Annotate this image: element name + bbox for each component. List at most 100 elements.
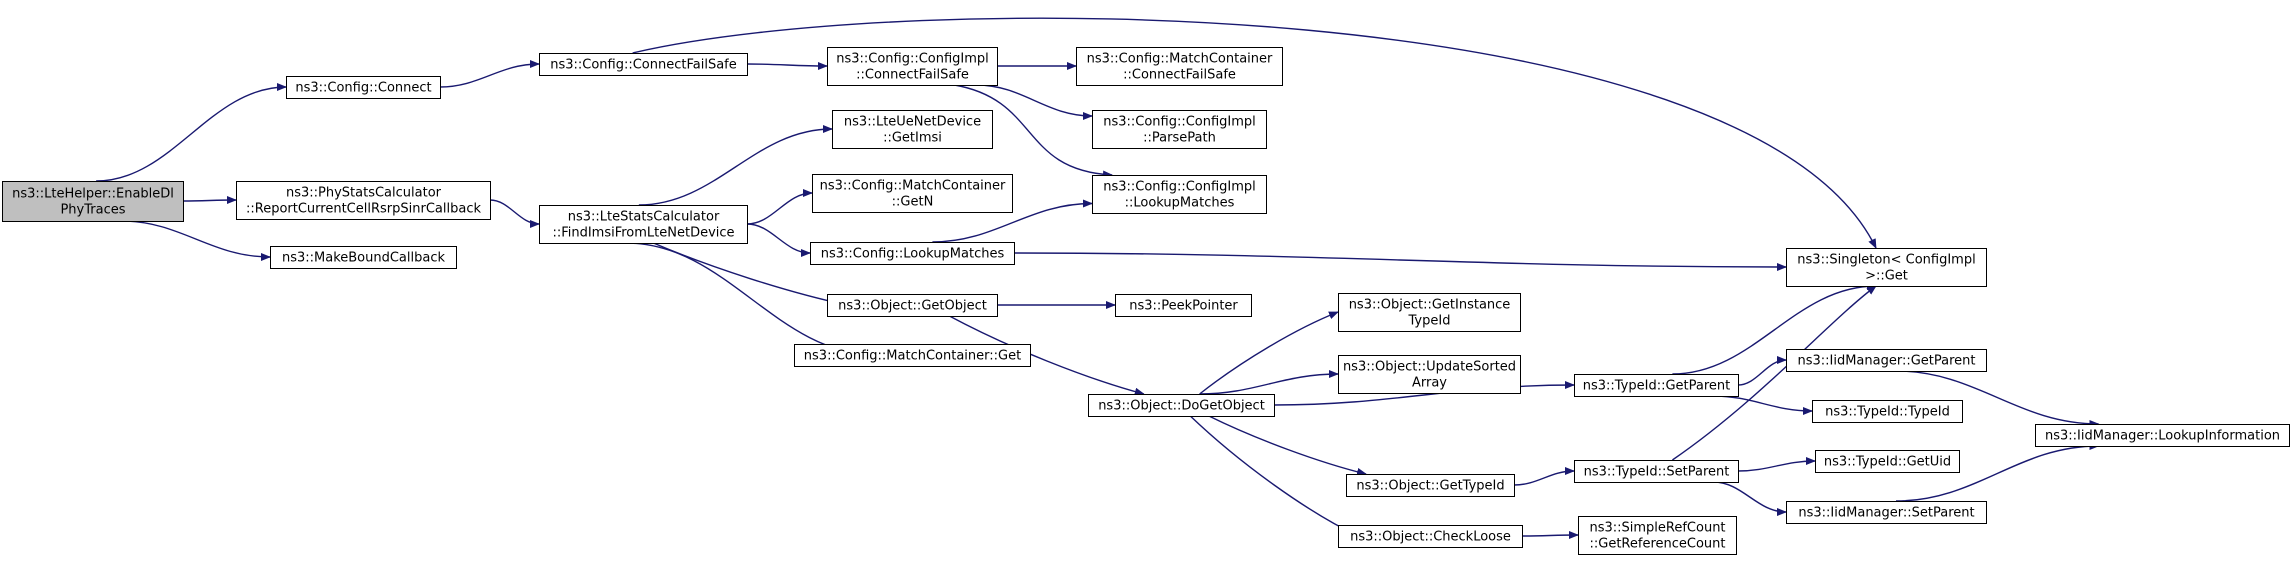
node-cimpl-lookup[interactable]: ns3::Config::ConfigImpl::LookupMatches (1092, 175, 1267, 214)
edge-tid-setparent-to-tid-getuid (1737, 457, 1816, 472)
node-mc-getn[interactable]: ns3::Config::MatchContainer::GetN (812, 174, 1013, 213)
edge-checkloose-to-getrefcount (1521, 531, 1579, 540)
node-tid-setparent[interactable]: ns3::TypeId::SetParent (1574, 460, 1739, 483)
node-label: ns3::PeekPointer (1129, 299, 1238, 314)
node-box (1338, 525, 1523, 548)
node-label: ::FindImsiFromLteNetDevice (552, 226, 734, 241)
edge-getobject-to-dogetobject (949, 315, 1145, 396)
node-parsepath[interactable]: ns3::Config::ConfigImpl::ParsePath (1092, 110, 1267, 149)
edge-cimpl-connfail-to-cimpl-lookup (954, 84, 1113, 179)
node-label: ns3::Config::ConfigImpl (1103, 115, 1256, 130)
node-box (827, 47, 998, 86)
node-box (286, 76, 441, 99)
node-singleton[interactable]: ns3::Singleton< ConfigImpl >::Get (1786, 248, 1987, 287)
node-getrefcount[interactable]: ns3::SimpleRefCount::GetReferenceCount (1578, 516, 1737, 555)
node-box (1574, 374, 1739, 397)
node-box (1812, 400, 1963, 423)
edge-findimsi-to-mc-getn (746, 189, 813, 225)
node-label: ns3::MakeBoundCallback (282, 251, 446, 266)
node-box (1346, 474, 1515, 497)
edge-dogetobject-to-tid-getparent (1273, 381, 1575, 406)
node-label: ns3::Object::UpdateSorted (1343, 360, 1516, 375)
node-label: ns3::IidManager::LookupInformation (2045, 429, 2280, 444)
node-label: ns3::TypeId::TypeId (1825, 405, 1950, 420)
node-box (1574, 460, 1739, 483)
node-checkloose[interactable]: ns3::Object::CheckLoose (1338, 525, 1523, 548)
edge-dogetobject-to-getinst (1199, 311, 1339, 395)
node-mkcb[interactable]: ns3::MakeBoundCallback (270, 246, 457, 269)
node-iid-getparent[interactable]: ns3::IidManager::GetParent (1786, 349, 1987, 372)
node-label: ns3::Object::DoGetObject (1098, 399, 1265, 414)
node-label: ns3::Config::Connect (295, 81, 431, 96)
node-box (1578, 516, 1737, 555)
node-label: ns3::IidManager::SetParent (1798, 506, 1974, 521)
node-label: >::Get (1865, 269, 1908, 284)
node-label: ns3::TypeId::GetUid (1824, 455, 1951, 470)
node-label: ns3::Config::MatchContainer::Get (804, 349, 1021, 364)
node-label: ns3::SimpleRefCount (1589, 521, 1725, 536)
node-connect[interactable]: ns3::Config::Connect (286, 76, 441, 99)
node-label: ns3::Config::LookupMatches (821, 247, 1005, 262)
node-box (1786, 501, 1987, 524)
node-tid-typeid[interactable]: ns3::TypeId::TypeId (1812, 400, 1963, 423)
node-gettypeid[interactable]: ns3::Object::GetTypeId (1346, 474, 1515, 497)
node-tid-getparent[interactable]: ns3::TypeId::GetParent (1574, 374, 1739, 397)
node-label: ::ParsePath (1143, 131, 1216, 146)
node-peek[interactable]: ns3::PeekPointer (1115, 294, 1252, 317)
node-dogetobject[interactable]: ns3::Object::DoGetObject (1088, 394, 1275, 417)
edge-tid-getparent-to-iid-getparent (1737, 356, 1787, 386)
node-label: ns3::LteStatsCalculator (568, 210, 720, 225)
edge-root-to-connect (96, 83, 287, 182)
edge-dogetobject-to-checkloose (1189, 415, 1359, 537)
edge-dogetobject-to-gettypeid (1208, 415, 1367, 476)
node-label: ns3::IidManager::GetParent (1797, 354, 1975, 369)
edge-lookup-to-singleton (1013, 252, 1787, 271)
node-iid-setparent[interactable]: ns3::IidManager::SetParent (1786, 501, 1987, 524)
node-cimpl-connfail[interactable]: ns3::Config::ConfigImpl::ConnectFailSafe (827, 47, 998, 86)
node-box (810, 242, 1015, 265)
edge-lookup-to-cimpl-lookup (932, 199, 1093, 243)
node-tid-getuid[interactable]: ns3::TypeId::GetUid (1815, 450, 1960, 473)
node-getimsi[interactable]: ns3::LteUeNetDevice::GetImsi (832, 110, 993, 149)
node-box (1076, 47, 1283, 86)
node-box (1786, 248, 1987, 287)
node-label: ns3::TypeId::SetParent (1584, 465, 1730, 480)
node-label: ns3::Config::ConfigImpl (1103, 180, 1256, 195)
node-findimsi[interactable]: ns3::LteStatsCalculator::FindImsiFromLte… (539, 205, 748, 244)
node-label: ns3::LteUeNetDevice (844, 115, 981, 130)
node-label: ::ConnectFailSafe (856, 68, 969, 83)
edge-tid-getparent-to-singleton (1672, 282, 1877, 375)
node-label: Array (1412, 376, 1447, 391)
node-box (236, 181, 491, 220)
node-label: ns3::Config::MatchContainer (1087, 52, 1273, 67)
node-box (539, 53, 748, 76)
node-box (1092, 175, 1267, 214)
node-label: ::ConnectFailSafe (1123, 68, 1236, 83)
node-lookup[interactable]: ns3::Config::LookupMatches (810, 242, 1015, 265)
node-box (1786, 349, 1987, 372)
node-physcalc[interactable]: ns3::PhyStatsCalculator::ReportCurrentCe… (236, 181, 491, 220)
node-box (539, 205, 748, 244)
node-box (2, 181, 184, 222)
node-box (794, 344, 1031, 367)
node-box (1092, 110, 1267, 149)
node-box (1115, 294, 1252, 317)
node-box (812, 174, 1013, 213)
node-label: ns3::Singleton< ConfigImpl (1797, 253, 1975, 268)
node-mc-get[interactable]: ns3::Config::MatchContainer::Get (794, 344, 1031, 367)
edge-root-to-physcalc (182, 196, 237, 205)
edge-findimsi-to-lookup (746, 223, 811, 257)
node-iid-lookup[interactable]: ns3::IidManager::LookupInformation (2035, 424, 2290, 447)
edge-physcalc-to-findimsi (489, 199, 540, 228)
node-label: ns3::Object::CheckLoose (1350, 530, 1511, 545)
node-label: PhyTraces (60, 203, 125, 218)
node-box (1338, 355, 1521, 394)
node-box (827, 294, 998, 317)
node-mc-connfail[interactable]: ns3::Config::MatchContainer::ConnectFail… (1076, 47, 1283, 86)
node-connfail[interactable]: ns3::Config::ConnectFailSafe (539, 53, 748, 76)
node-getobject[interactable]: ns3::Object::GetObject (827, 294, 998, 317)
